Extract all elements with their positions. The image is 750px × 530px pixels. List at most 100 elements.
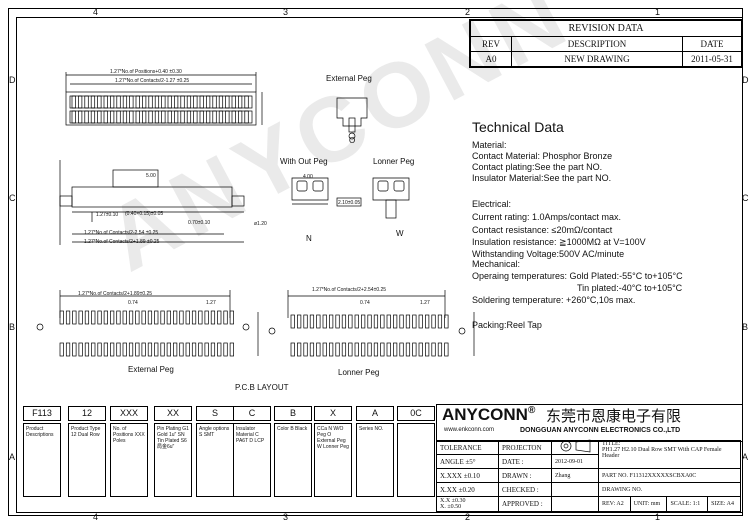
pcb-pad [297, 314, 302, 329]
dim-top2: 1.27*No.of Contacts/2-1.27 ±0.25 [115, 78, 190, 84]
zone-bottom-1: 1 [655, 512, 661, 522]
pcb-pad [322, 314, 327, 329]
top-pin [129, 110, 134, 124]
pcb-pad [84, 310, 90, 325]
company-logo-text: ANYCONN [442, 405, 528, 424]
top-pin [71, 110, 76, 124]
company-website: www.enkconn.com [444, 427, 495, 433]
dim-pcb-lon: 1.27*No.of Contacts/2+2.54±0.25 [312, 287, 387, 293]
zone-bottom-2: 2 [465, 512, 471, 522]
part-desc-box-8: Series NO. [356, 423, 394, 497]
zone-left-a: A [9, 452, 16, 462]
part-desc-box-3: Pin Plating G1 Gold 1u" SN Tin Plated S6… [154, 423, 192, 497]
pcb-pad [166, 310, 171, 325]
tol-x1-value: ±0.30 [451, 498, 466, 504]
tolerance-label: TOLERANCE [436, 440, 499, 455]
zone-bottom-4: 4 [93, 512, 99, 522]
tech-resistance: Contact resistance: ≤20mΩ/contact [472, 225, 613, 235]
date-value: 2012-09-01 [551, 454, 599, 469]
top-pin [193, 95, 198, 109]
top-pin [167, 95, 172, 109]
tol-xx: X.XX ±0.20 [436, 482, 499, 497]
top-pin [174, 95, 179, 109]
tech-insulation: Insulation resistance: ≧1000MΩ at V=100V [472, 237, 646, 247]
part-code-box-4: S [196, 406, 234, 421]
pcb-pad [361, 314, 366, 329]
pcb-pad [348, 342, 353, 357]
company-logo: ANYCONN® [442, 405, 535, 425]
part-code-box-3: XX [154, 406, 192, 421]
pcb-pad [185, 310, 190, 325]
pcb-pad [141, 310, 146, 325]
pcb-pad [210, 310, 216, 325]
pcb-pad [65, 310, 71, 325]
part-desc-box-0: Product Descriptions [23, 423, 61, 497]
pcb-pad [173, 342, 178, 357]
zone-right-c: C [742, 193, 749, 203]
scale-label: SCALE: [670, 501, 692, 507]
o-label: O [349, 136, 356, 145]
part-code-box-6: B [274, 406, 312, 421]
pcb-pad [329, 314, 334, 329]
pcb-pad [431, 342, 436, 357]
pcb-pad [229, 342, 234, 357]
pcb-pad [412, 314, 417, 329]
pcb-pad [322, 342, 327, 357]
pcb-pad [210, 342, 216, 357]
zone-left-d: D [9, 75, 16, 85]
zone-bottom-3: 3 [283, 512, 289, 522]
pcb-pad [185, 342, 190, 357]
scale-value: 1:1 [692, 501, 701, 507]
tol-xxx: X.XXX ±0.10 [436, 468, 499, 483]
top-pin [180, 110, 185, 124]
top-pin [110, 95, 115, 109]
tech-material: Material: [472, 140, 507, 150]
top-pin [193, 110, 198, 124]
dim-pcb-ext: 1.27*No.of Contacts/2+1.89±0.25 [78, 291, 153, 297]
pcb-pad [380, 314, 385, 329]
pcb-pad [303, 314, 308, 329]
pcb-pad [128, 342, 134, 357]
pcb-pad [425, 342, 430, 357]
company-logo-reg: ® [527, 405, 536, 416]
tol-xxx-label: X.XXX [440, 471, 462, 480]
pcb-pad [373, 342, 379, 357]
pcb-pad [393, 314, 398, 329]
top-pin [212, 95, 217, 109]
tech-withstanding: Withstanding Voltage:500V AC/minute [472, 249, 625, 259]
unit-cell: UNIT: mm [629, 496, 668, 512]
top-pin [154, 95, 160, 109]
top-pin [231, 110, 236, 124]
top-pin [78, 95, 83, 109]
pcb-pad [179, 342, 184, 357]
pcb-pad [78, 310, 83, 325]
dim-pcb-ext-127: 1.27 [206, 300, 216, 306]
tech-op-temp-tin: Tin plated:-40°C to+105°C [577, 283, 683, 293]
zone-left-c: C [9, 193, 16, 203]
pcb-pad [72, 310, 77, 325]
part-code-box-8: A [356, 406, 394, 421]
pcb-pad [91, 342, 96, 357]
pcb-pad [335, 342, 340, 357]
external-peg-shape [336, 97, 368, 127]
pcb-pad [97, 342, 102, 357]
zone-left-b: B [9, 322, 16, 332]
pcb-ext-hole-left [36, 323, 44, 331]
pcb-pad [386, 314, 391, 329]
title-block: TOLERANCE PROJECTON TITLE: PH1.27 H2.10 … [436, 440, 741, 512]
top-pin [206, 110, 211, 124]
w-label: W [396, 229, 404, 238]
title-value: PH1.27 H2.10 Dual Row SMT With CAP Femal… [602, 447, 722, 459]
dim-pcb-ext-074: 0.74 [128, 300, 138, 306]
top-pin [186, 95, 192, 109]
dim-pcb-lon-074: 0.74 [360, 300, 370, 306]
part-desc-box-5: Insulator Material C PA6T D LCP [233, 423, 271, 497]
size-value: A4 [726, 501, 734, 507]
top-pin [212, 110, 217, 124]
pcb-pad [290, 314, 295, 329]
rev-row-date: 2011-05-31 [682, 51, 742, 67]
pcb-pad [316, 342, 321, 357]
top-pin [129, 95, 134, 109]
part-code-box-0: F113 [23, 406, 61, 421]
pcb-pad [316, 314, 321, 329]
